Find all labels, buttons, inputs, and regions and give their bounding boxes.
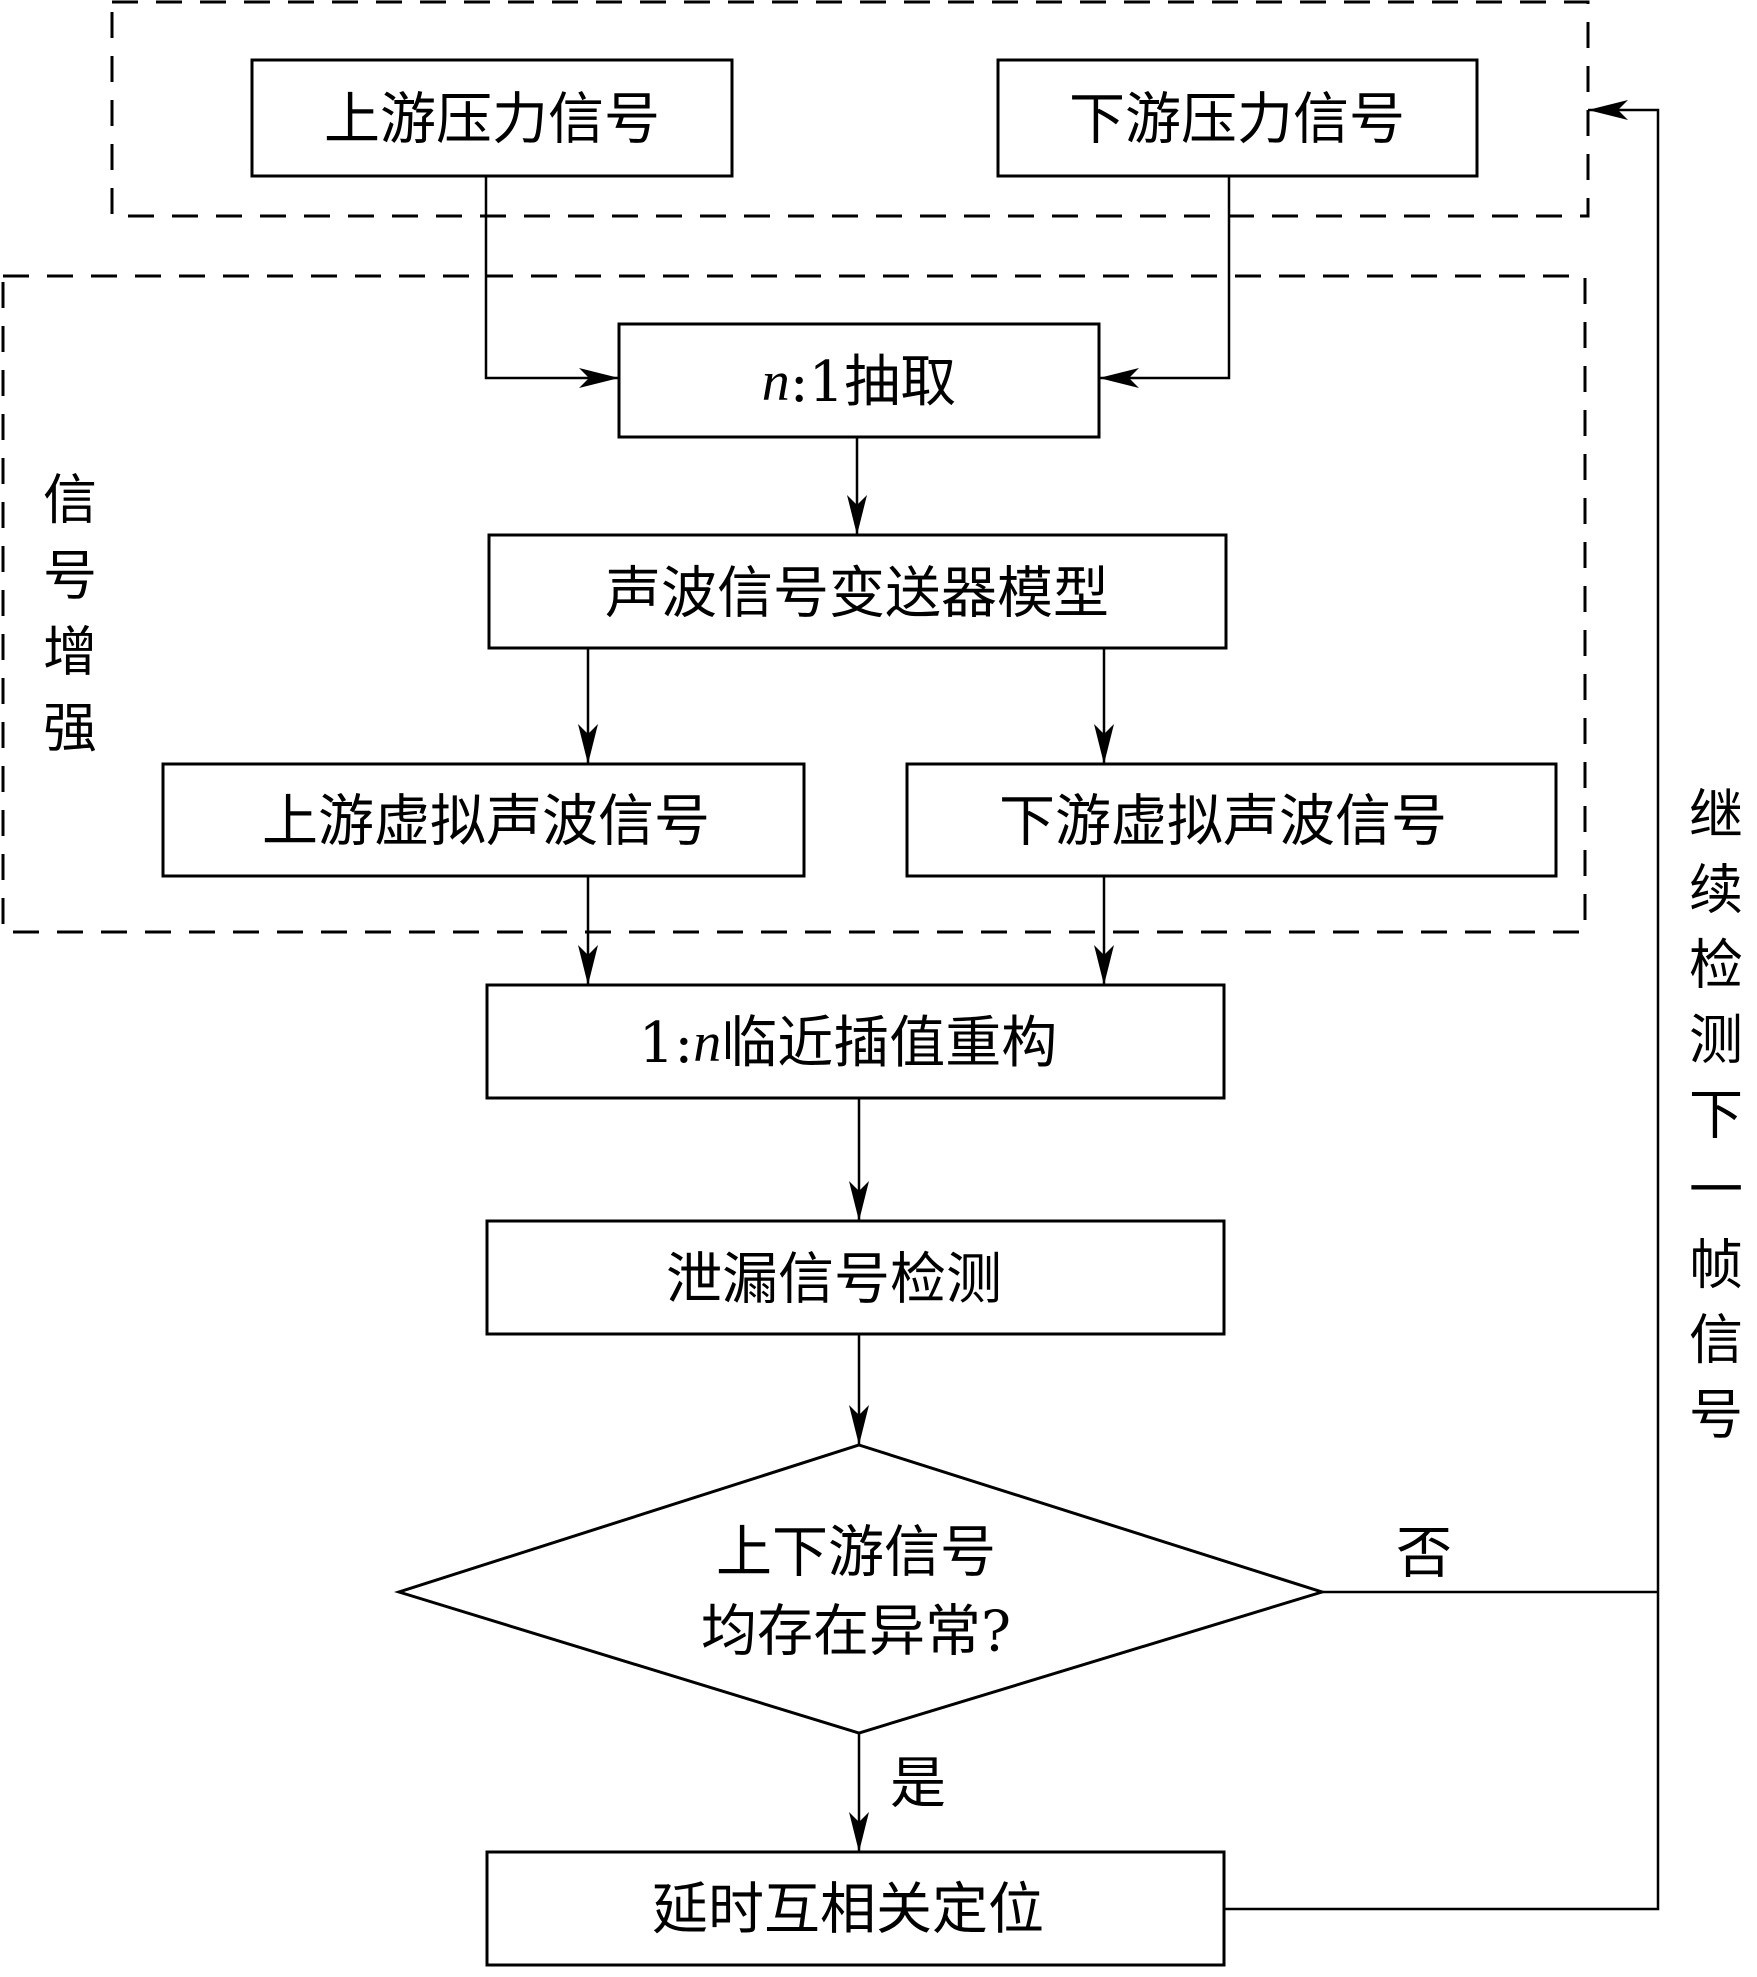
node-downstream-virtual: 下游虚拟声波信号 — [905, 762, 1558, 878]
signal-enhancement-group — [1, 274, 1587, 934]
node-label: 上游压力信号 — [324, 88, 660, 153]
node-label-rest: :1抽取 — [790, 350, 957, 415]
variable-n: n — [693, 1012, 721, 1074]
node-decimation: n:1抽取 — [617, 322, 1101, 439]
node-localization: 延时互相关定位 — [485, 1850, 1226, 1967]
vertical-label-char: 增 — [43, 621, 97, 684]
vertical-label-char: 号 — [43, 545, 97, 608]
vertical-label-char: 检 — [1689, 934, 1743, 997]
decision-line-2: 均存在异常? — [701, 1600, 1011, 1665]
label-yes: 是 — [890, 1752, 946, 1817]
vertical-label-char: 信 — [1689, 1309, 1743, 1372]
node-reconstruction: 1:n临近插值重构 — [485, 983, 1226, 1100]
edge-loop-back — [1224, 100, 1660, 1911]
vertical-label-char: 号 — [1689, 1384, 1743, 1447]
node-upstream-pressure: 上游压力信号 — [250, 58, 734, 178]
input-signals-group — [110, 0, 1590, 218]
node-label: 上游虚拟声波信号 — [262, 790, 710, 855]
vertical-label-char: 测 — [1689, 1009, 1743, 1072]
node-label: 下游压力信号 — [1069, 88, 1405, 153]
node-downstream-pressure: 下游压力信号 — [996, 58, 1479, 178]
node-label: 声波信号变送器模型 — [605, 562, 1109, 627]
vertical-label-char: 强 — [43, 697, 97, 760]
edge-upstream-to-decimation — [484, 176, 619, 388]
node-leak-detection: 泄漏信号检测 — [485, 1219, 1226, 1336]
decision-line-1: 上下游信号 — [716, 1521, 996, 1586]
vertical-label-char: 下 — [1689, 1084, 1743, 1147]
edge-downstream-to-decimation — [1099, 176, 1231, 388]
node-decision: 上下游信号 均存在异常? — [393, 1443, 1328, 1735]
variable-n: n — [762, 351, 790, 413]
node-label: n:1抽取 — [762, 350, 957, 415]
label-no: 否 — [1396, 1522, 1452, 1587]
node-transmitter-model: 声波信号变送器模型 — [487, 533, 1228, 650]
node-upstream-virtual: 上游虚拟声波信号 — [161, 762, 806, 878]
vertical-label-char: 继 — [1689, 784, 1743, 847]
vertical-label-char: 帧 — [1689, 1234, 1743, 1297]
node-label-rest: 临近插值重构 — [721, 1011, 1057, 1076]
node-label: 延时互相关定位 — [652, 1878, 1044, 1943]
vertical-label-char: 信 — [43, 469, 97, 532]
vertical-label-char: 续 — [1689, 859, 1743, 922]
vertical-label-char: 一 — [1689, 1159, 1743, 1222]
node-label: 下游虚拟声波信号 — [999, 790, 1447, 855]
node-label: 1:n临近插值重构 — [639, 1011, 1058, 1076]
node-label-prefix: 1: — [639, 1011, 694, 1076]
node-label: 泄漏信号检测 — [666, 1248, 1002, 1313]
